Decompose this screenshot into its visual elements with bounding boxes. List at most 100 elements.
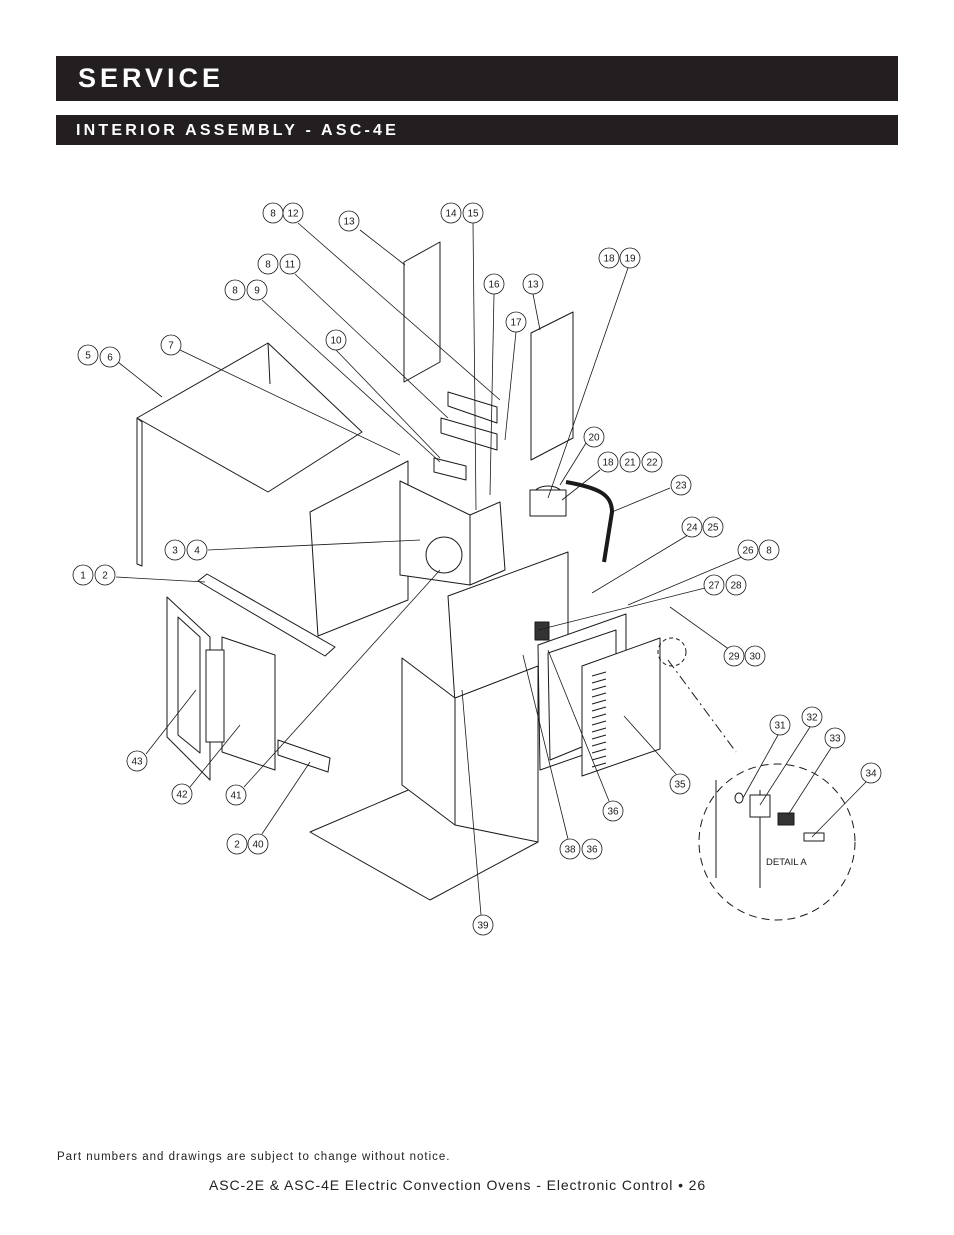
callout-20: 20 — [583, 426, 605, 448]
fan-motor-part — [534, 621, 550, 641]
callout-bubble — [164, 539, 186, 561]
leader-line — [787, 747, 832, 816]
callout-13: 13 — [522, 273, 544, 295]
callout-number: 25 — [707, 523, 719, 534]
leader-line — [547, 649, 610, 802]
callout-23: 23 — [670, 474, 692, 496]
motor-mount-part — [529, 489, 567, 517]
callout-number: 30 — [749, 652, 761, 663]
callout-17: 17 — [505, 311, 527, 333]
latch-bracket-part — [749, 794, 771, 818]
louver-slot-part — [591, 734, 607, 740]
callout-number: 9 — [254, 286, 260, 297]
callout-number: 14 — [445, 209, 457, 220]
callout-bubble — [224, 279, 246, 301]
callout-42: 42 — [171, 783, 193, 805]
callout-bubble — [641, 451, 663, 473]
callout-bubble — [505, 311, 527, 333]
detail-a-circle — [698, 763, 856, 921]
callout-bubble — [126, 750, 148, 772]
callout-19: 19 — [619, 247, 641, 269]
callout-13: 13 — [338, 210, 360, 232]
washer-part — [734, 792, 744, 804]
leader-line — [611, 487, 671, 513]
callout-bubble — [462, 202, 484, 224]
hinge-bar-part — [277, 739, 331, 773]
door-window-part — [177, 616, 201, 754]
callout-21: 21 — [619, 451, 641, 473]
callout-number: 15 — [467, 209, 479, 220]
leader-line — [117, 361, 163, 398]
callout-4: 4 — [186, 539, 208, 561]
leader-line — [489, 293, 495, 496]
callout-8: 8 — [758, 539, 780, 561]
callout-number: 40 — [252, 840, 264, 851]
callout-12: 12 — [282, 202, 304, 224]
callout-24: 24 — [681, 516, 703, 538]
callout-8: 8 — [262, 202, 284, 224]
callout-number: 13 — [527, 280, 539, 291]
callout-bubble — [226, 833, 248, 855]
leader-line — [547, 267, 629, 499]
callout-8: 8 — [224, 279, 246, 301]
screw-part — [803, 832, 825, 842]
callout-27: 27 — [703, 574, 725, 596]
leader-line — [359, 229, 406, 266]
callout-bubble — [669, 773, 691, 795]
subsection-title: INTERIOR ASSEMBLY - ASC-4E — [76, 122, 399, 139]
door-inner-panel-part — [221, 636, 276, 771]
leader-line — [207, 539, 421, 551]
callout-number: 36 — [607, 807, 619, 818]
leader-line — [627, 555, 745, 606]
callout-2: 2 — [94, 564, 116, 586]
callout-3: 3 — [164, 539, 186, 561]
fan-guard-part — [425, 536, 463, 574]
callout-number: 43 — [131, 757, 143, 768]
callout-36: 36 — [581, 838, 603, 860]
side-panel-part — [309, 460, 409, 637]
louver-slot-part — [591, 727, 607, 733]
callout-number: 35 — [674, 780, 686, 791]
detail-a-label: DETAIL A — [766, 857, 807, 868]
callout-number: 8 — [766, 546, 772, 557]
leader-line — [189, 724, 241, 788]
callout-25: 25 — [702, 516, 724, 538]
louver-slot-part — [591, 678, 607, 684]
callout-number: 19 — [624, 254, 636, 265]
top-panel-edge — [267, 342, 271, 385]
callout-2: 2 — [226, 833, 248, 855]
callout-number: 17 — [510, 318, 522, 329]
leader-line — [461, 689, 482, 916]
callout-bubble — [769, 714, 791, 736]
rear-panel-right-part — [530, 311, 574, 461]
callout-bubble — [670, 474, 692, 496]
callout-number: 31 — [774, 721, 786, 732]
leader-line — [243, 569, 441, 788]
callout-43: 43 — [126, 750, 148, 772]
callout-bubble — [77, 344, 99, 366]
callout-bubble — [723, 645, 745, 667]
callout-bubble — [702, 516, 724, 538]
callout-bubble — [325, 329, 347, 351]
louver-slot-part — [591, 692, 607, 698]
callout-9: 9 — [246, 279, 268, 301]
callout-bubble — [247, 833, 269, 855]
callout-number: 28 — [730, 581, 742, 592]
callout-bubble — [186, 539, 208, 561]
leader-line — [742, 734, 779, 799]
leader-line — [537, 587, 706, 631]
callout-14: 14 — [440, 202, 462, 224]
callout-bubble — [94, 564, 116, 586]
callout-number: 18 — [602, 458, 614, 469]
callout-bubble — [744, 645, 766, 667]
louver-slot-part — [591, 741, 607, 747]
callout-number: 1 — [80, 571, 86, 582]
leader-line — [811, 781, 867, 838]
callout-number: 38 — [564, 845, 576, 856]
leader-line — [472, 222, 477, 511]
callout-number: 33 — [829, 734, 841, 745]
leader-line — [623, 715, 677, 775]
callout-40: 40 — [247, 833, 269, 855]
louver-slot-part — [591, 720, 607, 726]
bracket-lower-part — [440, 417, 498, 451]
